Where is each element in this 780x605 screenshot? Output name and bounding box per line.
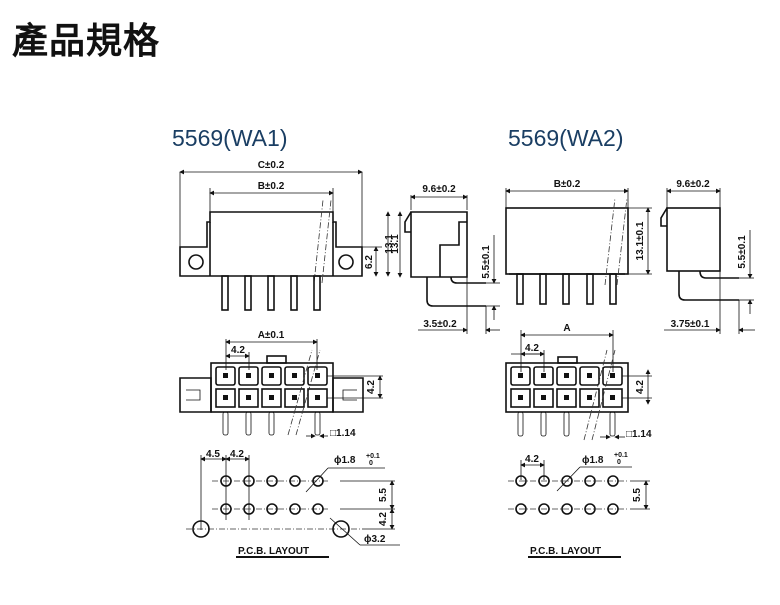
- model-label-wa2: 5569(WA2): [508, 125, 624, 151]
- wa1-dim-c: C±0.2: [258, 160, 285, 171]
- wa1-side-view: 9.6±0.2 13.1 5.5±0.1 3.5±0.2: [384, 184, 500, 334]
- wa1-pcb-dim-edge: 4.5: [206, 449, 220, 460]
- wa1-pcb-dim-peg: ϕ3.2: [364, 534, 386, 545]
- wa1-pcb-holes: [192, 475, 350, 538]
- wa1-dim-flange-h: 6.2: [364, 255, 375, 269]
- wa1-pcb-label: P.C.B. LAYOUT: [238, 546, 309, 557]
- wa1-side-dim-offset: 3.5±0.2: [423, 319, 457, 330]
- wa1-side-dim-pin-gap: 5.5±0.1: [481, 245, 492, 279]
- wa2-pcb-holes: [515, 475, 619, 515]
- wa2-dim-row: 4.2: [635, 380, 646, 394]
- wa2-pcb-hole-tol-minus: 0: [617, 459, 621, 466]
- wa1-bottom-pins: [222, 411, 321, 436]
- wa2-bottom-cavities: [510, 366, 623, 408]
- page-title: 產品規格: [12, 21, 161, 62]
- wa1-bottom-view: A±0.1 4.2: [179, 330, 383, 439]
- wa1-pcb-dim-row: 5.5: [378, 488, 389, 502]
- wa2-pcb-label: P.C.B. LAYOUT: [530, 546, 601, 557]
- wa1-side-dim-h: 13.1: [384, 234, 395, 254]
- wa1-dim-h: 13.1: [390, 234, 401, 254]
- wa2-dim-h: 13.1±0.1: [635, 221, 646, 260]
- wa1-pcb-hole-tol-plus: +0.1: [366, 453, 380, 460]
- wa2-dim-a: A: [563, 323, 570, 334]
- wa2-side-dim-pin-gap: 5.5±0.1: [737, 235, 748, 269]
- wa1-pcb-hole-tol-minus: 0: [369, 460, 373, 467]
- wa2-pcb-dim-pitch: 4.2: [525, 454, 539, 465]
- wa1-pcb-dim-pitch: 4.2: [230, 449, 244, 460]
- wa2-pcb-layout: 4.2 ϕ1.8 +0.1 0 5.5 P.C.B. LAYOUT: [508, 452, 650, 558]
- wa2-pcb-dim-row: 5.5: [632, 488, 643, 502]
- wa1-dim-row: 4.2: [366, 380, 377, 394]
- wa1-dim-a: A±0.1: [258, 330, 285, 341]
- wa2-dim-pitch: 4.2: [525, 343, 539, 354]
- model-label-wa1: 5569(WA1): [172, 125, 288, 151]
- wa1-dim-pitch: 4.2: [231, 345, 245, 356]
- wa1-dim-pin: □1.14: [330, 428, 356, 439]
- wa2-front-view: B±0.2 13.1±0.1: [505, 179, 652, 305]
- wa2-pcb-hole-tol-plus: +0.1: [614, 452, 628, 459]
- wa1-dim-b: B±0.2: [258, 181, 285, 192]
- wa1-pcb-layout: 4.5 4.2 ϕ1.8 +0.1 0 5.5 4.2 ϕ3.2 P.C.B. …: [186, 449, 400, 558]
- wa2-bottom-pins: [517, 411, 616, 437]
- wa1-bottom-cavities: [215, 366, 328, 408]
- wa1-front-view: C±0.2 B±0.2 6.2 13.1: [179, 160, 401, 311]
- wa2-pcb-dim-hole: ϕ1.8: [582, 455, 604, 466]
- wa1-pcb-dim-hole: ϕ1.8: [334, 455, 356, 466]
- wa1-side-dim-w: 9.6±0.2: [422, 184, 456, 195]
- wa2-side-view: 9.6±0.2 5.5±0.1 3.75±0.1: [660, 179, 755, 334]
- wa2-side-dim-w: 9.6±0.2: [676, 179, 710, 190]
- wa2-side-dim-offset: 3.75±0.1: [671, 319, 710, 330]
- wa1-front-pins: [221, 275, 321, 311]
- wa2-dim-b: B±0.2: [554, 179, 581, 190]
- wa2-bottom-view: A 4.2: [505, 323, 652, 441]
- wa2-dim-pin: □1.14: [626, 429, 652, 440]
- wa1-pcb-dim-row2: 4.2: [378, 512, 389, 526]
- wa2-front-pins: [516, 273, 617, 305]
